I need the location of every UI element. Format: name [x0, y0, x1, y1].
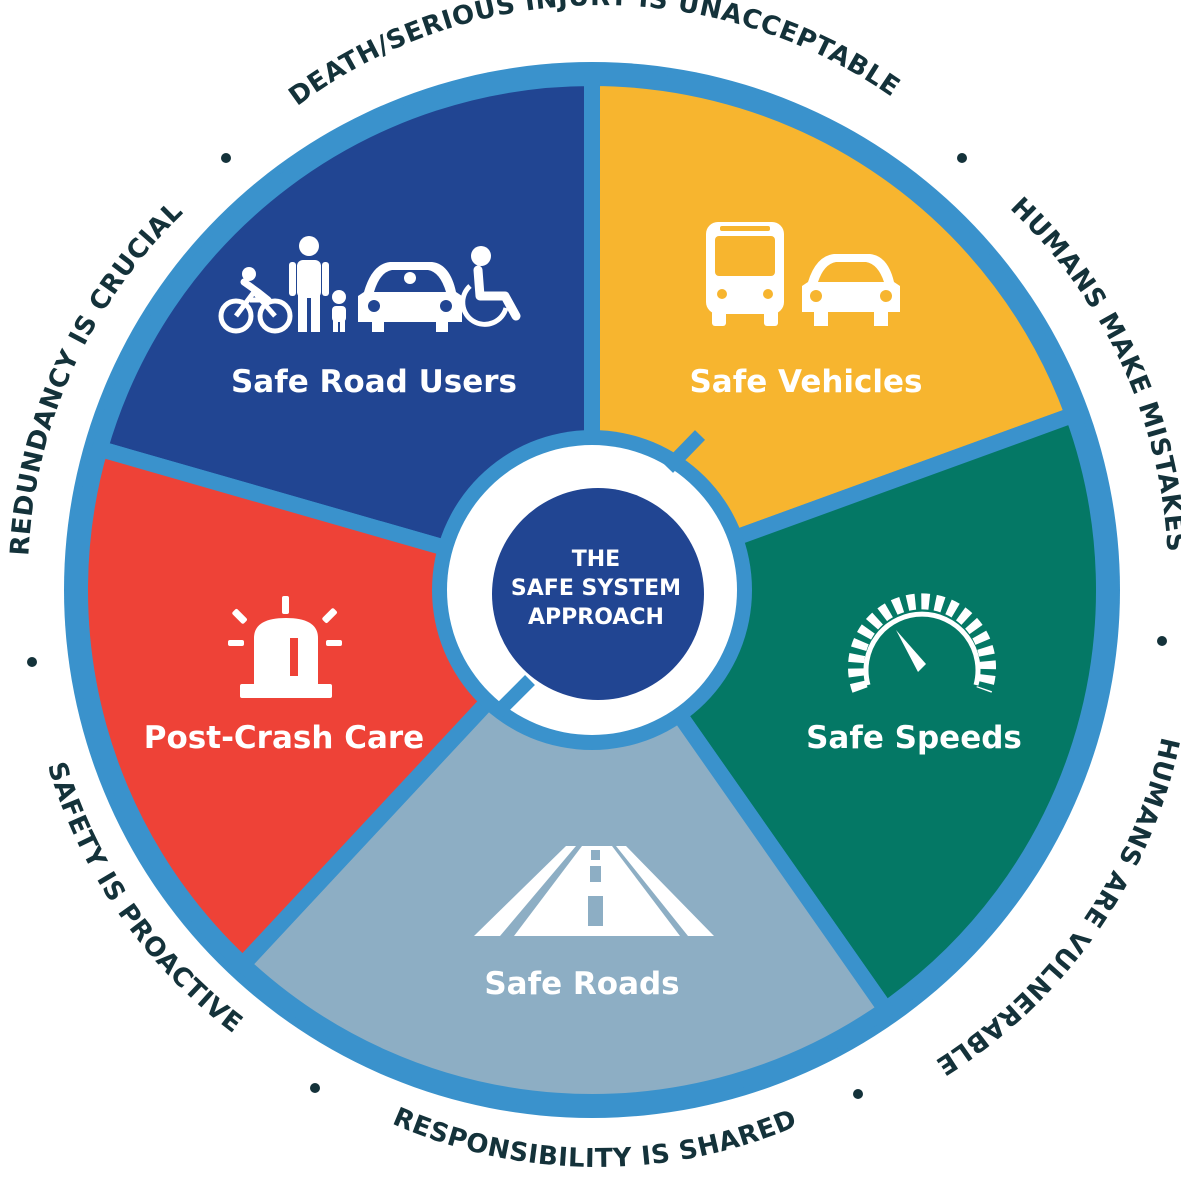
separator-dot [27, 657, 37, 667]
hub-ring-gap-top [662, 430, 706, 473]
segment-label-road-users: Safe Road Users [231, 364, 517, 400]
hub-title-line-3: APPROACH [528, 605, 664, 630]
segment-vehicles [584, 70, 1082, 598]
siren-icon [228, 596, 342, 698]
road-icon [474, 846, 714, 936]
hub-core [492, 488, 704, 700]
speedometer-icon [848, 593, 996, 693]
separator-dot [1157, 636, 1167, 646]
segment-roads [234, 582, 894, 1110]
segment-label-speeds: Safe Speeds [806, 720, 1022, 756]
segment-label-post-crash: Post-Crash Care [144, 720, 424, 756]
segment-road-users [91, 70, 600, 598]
separator-dot [310, 1083, 320, 1093]
segment-label-roads: Safe Roads [484, 966, 679, 1002]
hub-title-line-2: SAFE SYSTEM [511, 576, 681, 601]
hub-ring-gap-bottom [493, 675, 535, 717]
separator-dot [957, 153, 967, 163]
segment-label-vehicles: Safe Vehicles [689, 364, 922, 400]
separator-dot [221, 153, 231, 163]
vehicles-icon [706, 222, 900, 326]
separator-dot [853, 1089, 863, 1099]
hub-title-line-1: THE [572, 547, 620, 572]
road-users-icon [218, 236, 521, 334]
